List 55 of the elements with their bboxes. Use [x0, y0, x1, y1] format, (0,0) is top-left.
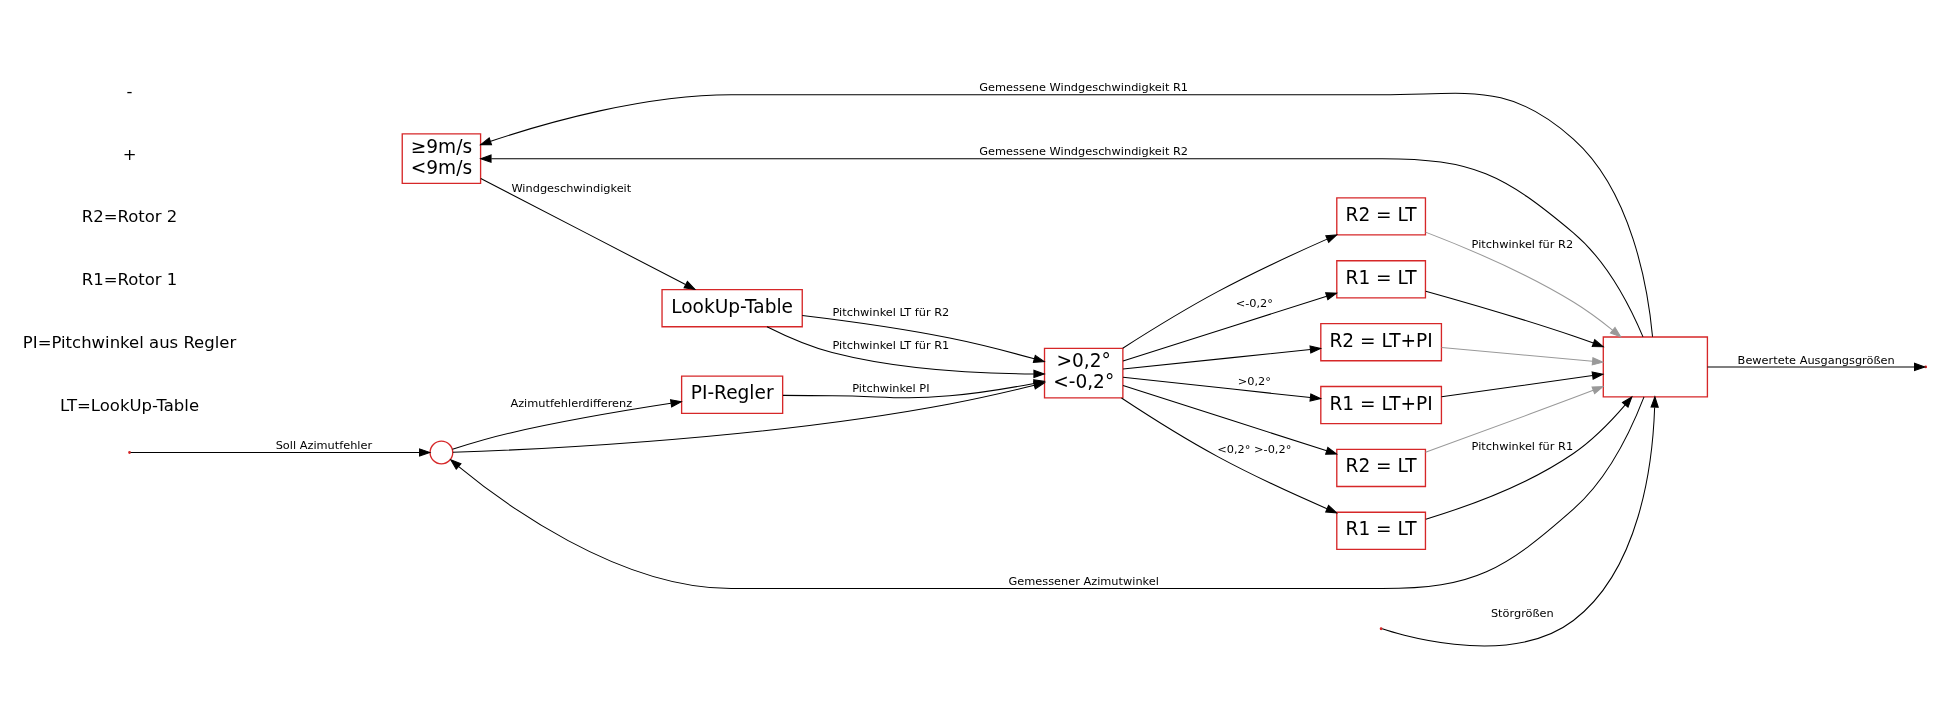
arrow	[479, 92, 1654, 338]
arrow	[1122, 376, 1323, 402]
arrow	[1381, 395, 1659, 647]
node-box: >0,2° <-0,2°	[1043, 347, 1124, 399]
edge-label: <0,2° >-0,2°	[1217, 442, 1292, 457]
node-box: LookUp-Table	[661, 288, 803, 328]
edge-label: Störgrößen	[1490, 606, 1554, 621]
label: PI=Pitchwinkel aus Regler	[22, 333, 237, 353]
label: LT=LookUp-Table	[60, 396, 200, 416]
arrow	[1122, 234, 1339, 349]
arrow	[452, 399, 683, 450]
edge-label: Gemessene Windgeschwindigkeit R1	[979, 80, 1189, 95]
edge-label: >0,2°	[1237, 374, 1271, 389]
arrow	[1425, 386, 1605, 453]
arrow	[1122, 292, 1339, 362]
edge-label: <-0,2°	[1235, 295, 1273, 310]
edge-label: Gemessene Windgeschwindigkeit R2	[979, 144, 1189, 159]
edge-label: Azimutfehlerdifferenz	[510, 395, 633, 410]
node-box: R2 = LT+PI	[1320, 322, 1443, 362]
arrow	[1120, 397, 1339, 514]
arrow	[1441, 371, 1605, 398]
node-box: R2 = LT	[1336, 448, 1427, 488]
node-box: R1 = LT+PI	[1320, 385, 1443, 425]
edge-label: Windgeschwindigkeit	[511, 181, 632, 196]
arrow	[130, 448, 432, 457]
arrow	[1425, 231, 1622, 338]
node-box: PI-Regler	[680, 375, 784, 414]
node-box: R1 = LT	[1336, 511, 1427, 551]
arrow	[1122, 345, 1323, 370]
arrow	[479, 154, 1644, 338]
label: R1=Rotor 1	[81, 270, 178, 290]
label: R2=Rotor 2	[81, 207, 178, 227]
node-box: ≥9m/s <9m/s	[401, 133, 482, 185]
node-box	[1602, 336, 1709, 398]
edge-label: Bewertete Ausgangsgrößen	[1737, 352, 1895, 367]
label: -	[126, 81, 133, 101]
edge-label: Pitchwinkel für R1	[1471, 439, 1574, 454]
edge-label: Pitchwinkel für R2	[1471, 237, 1574, 252]
arrow	[1425, 290, 1605, 348]
node-circle	[429, 440, 454, 465]
arrow	[1425, 395, 1633, 520]
arrow	[801, 315, 1046, 363]
node-box: R2 = LT	[1336, 197, 1427, 236]
edge-label: Soll Azimutfehler	[275, 438, 373, 453]
arrow	[1122, 384, 1339, 455]
arrow	[1441, 347, 1605, 366]
edge-label: Pitchwinkel LT für R1	[832, 338, 950, 353]
arrow	[766, 326, 1046, 379]
label: +	[122, 144, 137, 164]
edge-label: Pitchwinkel PI	[852, 381, 930, 396]
edge-label: Gemessener Azimutwinkel	[1008, 574, 1159, 589]
node-box: R1 = LT	[1336, 260, 1427, 299]
edge-label: Pitchwinkel LT für R2	[832, 305, 950, 320]
arrow	[449, 396, 1645, 590]
arrow	[480, 178, 697, 291]
